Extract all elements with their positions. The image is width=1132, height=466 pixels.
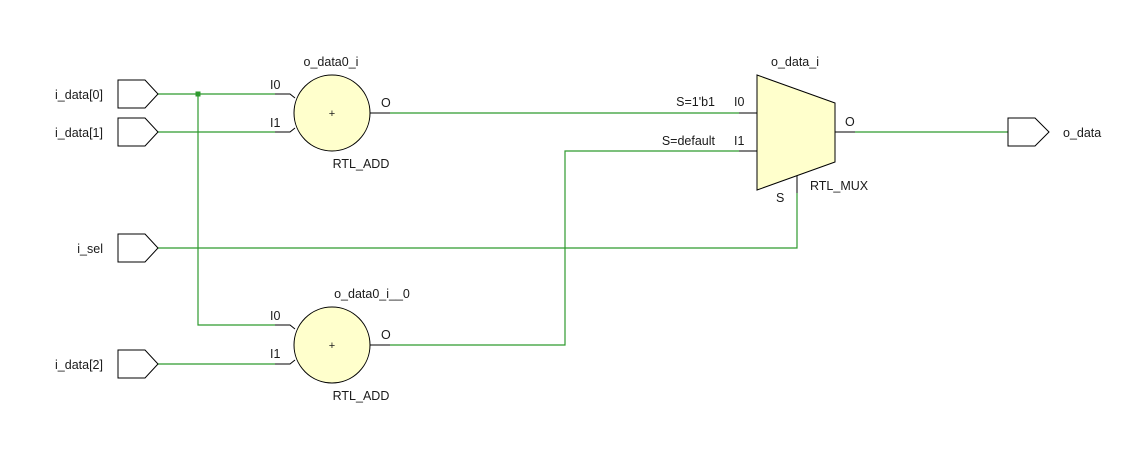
pin-i1-line [275, 127, 296, 133]
cell-adder-o-data0-i-0[interactable]: o_data0_i__0 + I0 I1 O RTL_ADD [270, 287, 410, 403]
net-i-sel[interactable] [158, 193, 798, 249]
adder-symbol-icon [293, 306, 371, 384]
pin-i0-line [275, 93, 296, 99]
pin-label-i1: I1 [270, 116, 280, 130]
input-port-i-data-2[interactable]: i_data[2] [55, 349, 159, 379]
input-port-icon [117, 79, 159, 109]
cell-instance-name: o_data0_i__0 [334, 287, 410, 301]
pin-label-o: O [845, 115, 855, 129]
mux-condition-i1: S=default [662, 134, 716, 148]
net-junction-dot [195, 91, 201, 97]
port-label: i_data[1] [55, 126, 103, 140]
pin-label-i0: I0 [270, 78, 280, 92]
output-port-o-data[interactable]: o_data [1007, 117, 1101, 147]
port-label: i_data[0] [55, 88, 103, 102]
pin-i0-line [275, 324, 296, 330]
pin-label-i0: I0 [734, 95, 744, 109]
input-port-icon [117, 233, 159, 263]
cell-instance-name: o_data0_i [304, 55, 359, 69]
cell-type-label: RTL_ADD [333, 389, 390, 403]
port-label: i_sel [77, 242, 103, 256]
input-port-i-data-0[interactable]: i_data[0] [55, 79, 159, 109]
pin-i1-line [275, 359, 296, 365]
mux-condition-i0: S=1'b1 [676, 95, 715, 109]
net-o-data0-i-0[interactable] [390, 150, 739, 346]
pin-label-i1: I1 [734, 134, 744, 148]
mux-symbol-icon [756, 74, 836, 191]
port-label: o_data [1063, 126, 1101, 140]
nets [158, 91, 1008, 365]
adder-symbol-icon [293, 74, 371, 152]
cell-type-label: RTL_ADD [333, 157, 390, 171]
input-port-i-sel[interactable]: i_sel [77, 233, 159, 263]
input-port-icon [117, 349, 159, 379]
plus-icon: + [329, 340, 335, 352]
cell-adder-o-data0-i[interactable]: o_data0_i + I0 I1 O RTL_ADD [270, 55, 391, 171]
pin-label-i1: I1 [270, 347, 280, 361]
port-label: i_data[2] [55, 358, 103, 372]
cell-mux-o-data-i[interactable]: o_data_i S=1'b1 S=default I0 I1 O S RTL_… [662, 55, 869, 205]
input-port-i-data-1[interactable]: i_data[1] [55, 117, 159, 147]
pin-label-o: O [381, 328, 391, 342]
pin-label-o: O [381, 96, 391, 110]
pin-label-s: S [776, 191, 784, 205]
cell-instance-name: o_data_i [771, 55, 819, 69]
input-port-icon [117, 117, 159, 147]
cell-type-label: RTL_MUX [810, 179, 869, 193]
pin-label-i0: I0 [270, 309, 280, 323]
net-i-data-0-branch[interactable] [197, 94, 275, 326]
plus-icon: + [329, 108, 335, 120]
output-port-icon [1007, 117, 1050, 147]
